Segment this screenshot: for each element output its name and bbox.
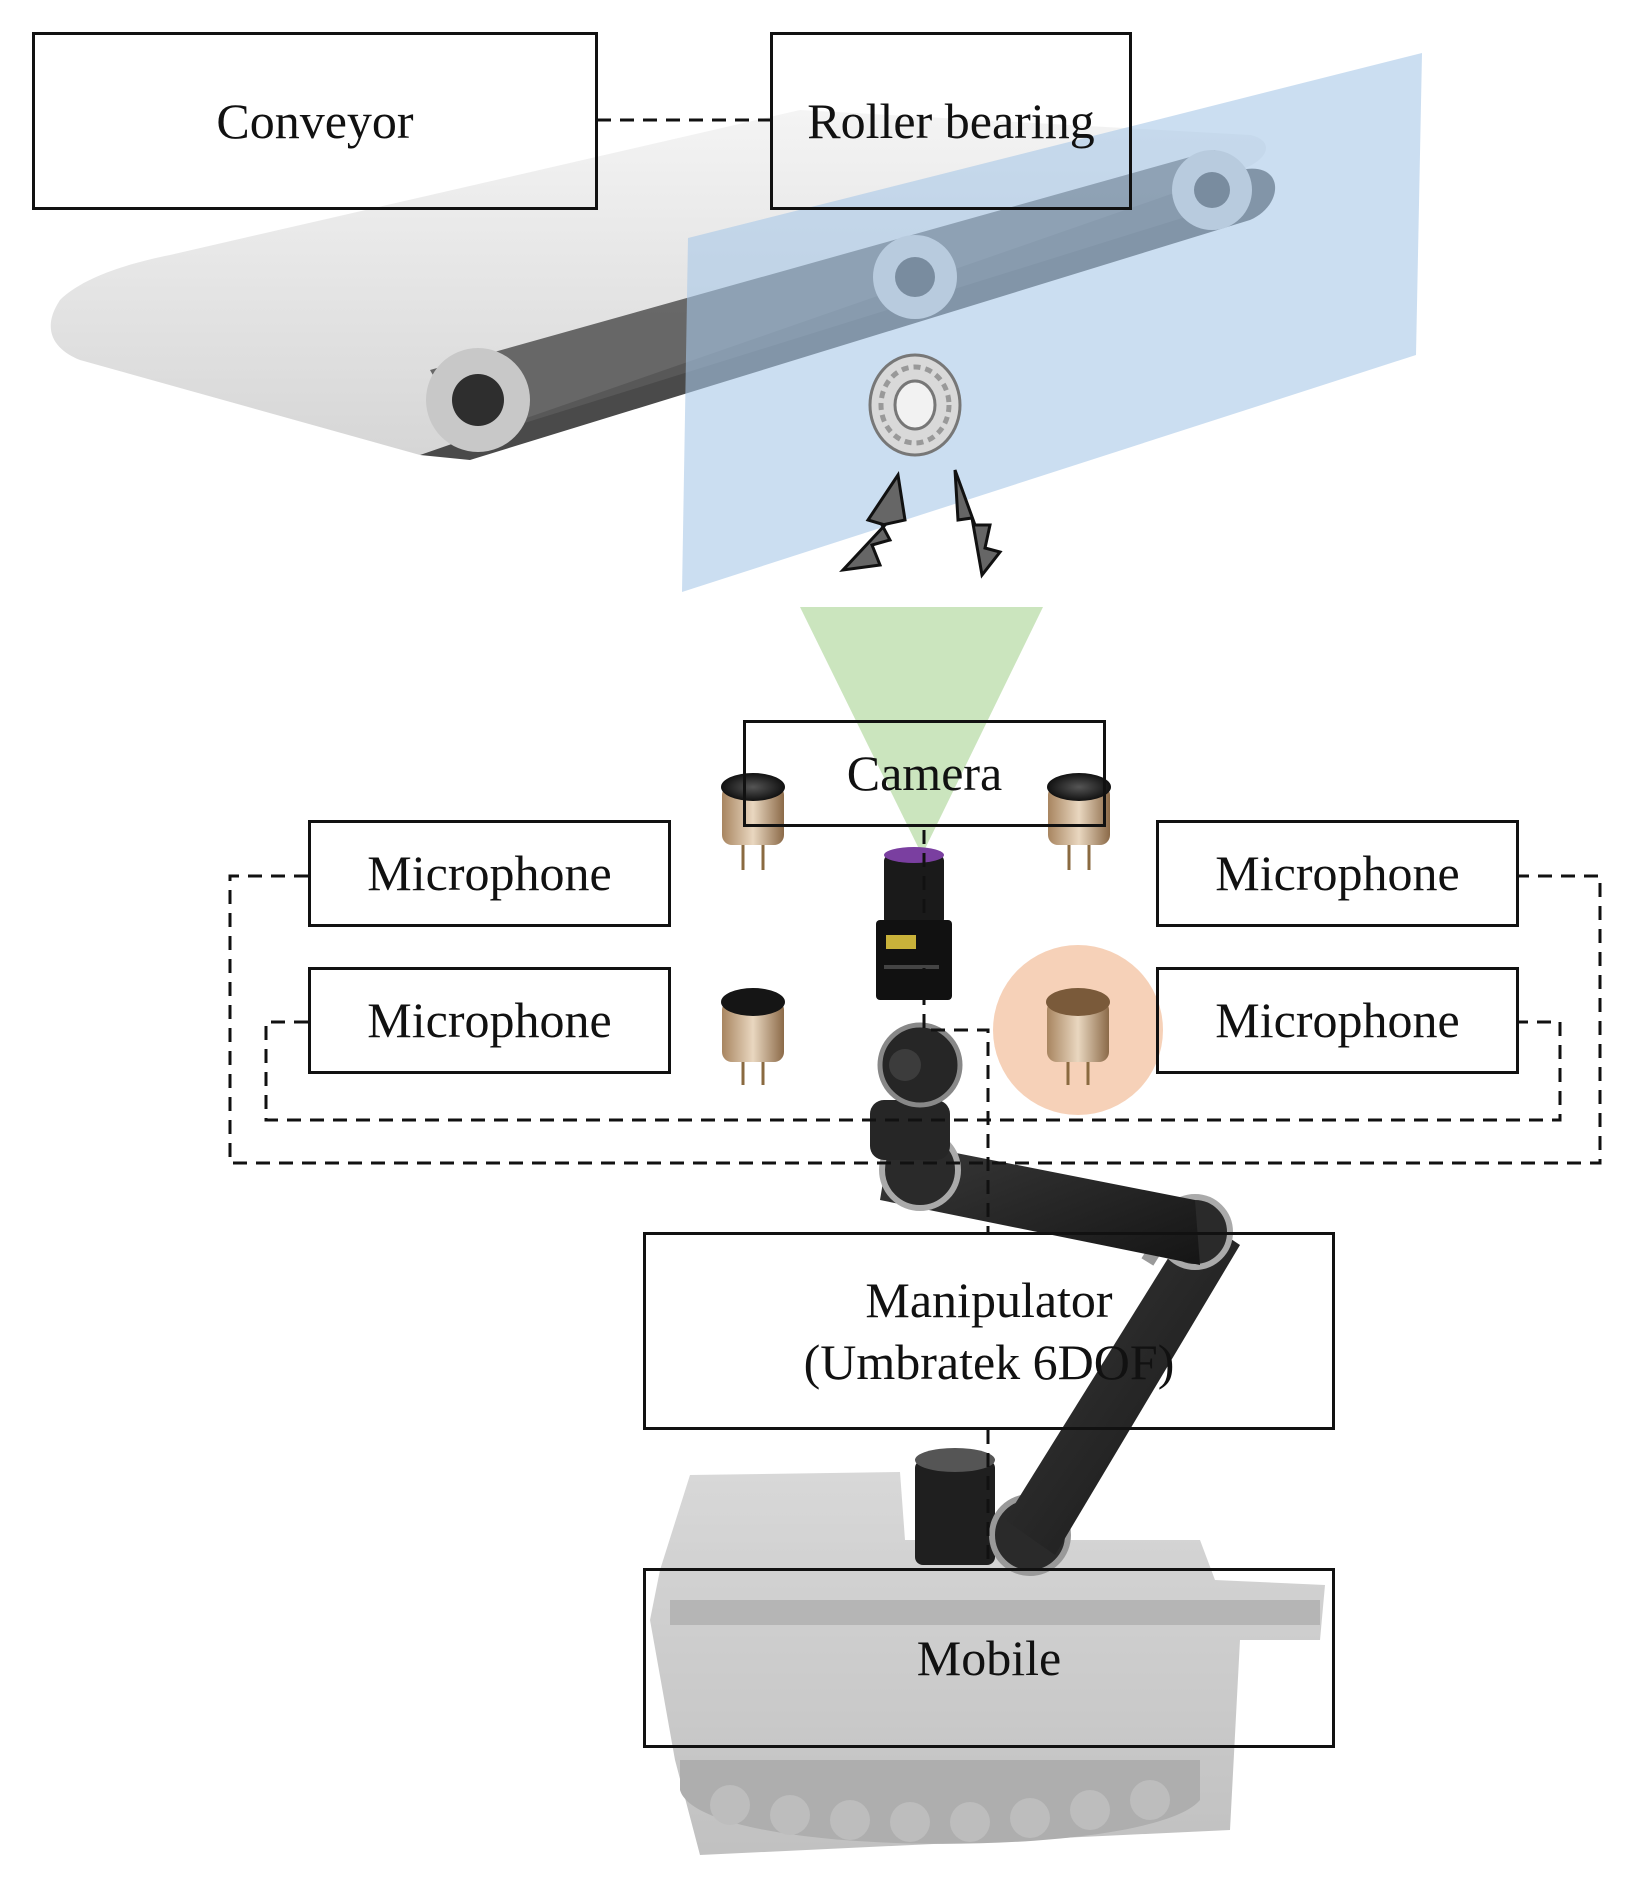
microphone-capsule-icon bbox=[721, 773, 785, 870]
microphone-top-left-label: Microphone bbox=[367, 845, 612, 902]
camera-field-of-view bbox=[800, 607, 1043, 855]
mobile-label-box: Mobile bbox=[643, 1568, 1335, 1748]
microphone-bottom-left-box: Microphone bbox=[308, 967, 671, 1074]
microphone-bottom-right-box: Microphone bbox=[1156, 967, 1519, 1074]
manipulator-label-box: Manipulator (Umbratek 6DOF) bbox=[643, 1232, 1335, 1430]
roller-bearing-icon bbox=[868, 353, 962, 457]
microphone-bottom-right-label: Microphone bbox=[1215, 992, 1460, 1049]
roller-bearing-label-box: Roller bearing bbox=[770, 32, 1132, 210]
connector-inner-microphones bbox=[264, 1020, 1562, 1122]
lightning-icon bbox=[839, 470, 907, 573]
connector-outer-microphones bbox=[228, 874, 1602, 1165]
manipulator-label: Manipulator bbox=[865, 1271, 1113, 1328]
microphone-top-right-box: Microphone bbox=[1156, 820, 1519, 927]
microphone-capsule-icon bbox=[721, 988, 785, 1085]
conveyor-label-box: Conveyor bbox=[32, 32, 598, 210]
connector-lines bbox=[228, 118, 1602, 1570]
microphone-top-right-label: Microphone bbox=[1215, 845, 1460, 902]
manipulator-model-label: (Umbratek 6DOF) bbox=[803, 1334, 1175, 1390]
inspection-plane bbox=[682, 53, 1422, 592]
microphone-capsule-icon bbox=[1047, 773, 1111, 870]
conveyor-label: Conveyor bbox=[216, 92, 414, 149]
tracked-mobile-robot-icon bbox=[650, 1472, 1325, 1855]
camera-label-box: Camera bbox=[743, 720, 1106, 827]
roller-bearing-label: Roller bearing bbox=[807, 92, 1095, 149]
camera-label: Camera bbox=[846, 745, 1003, 802]
connector-camera-arm bbox=[922, 830, 990, 1235]
roller-front bbox=[426, 348, 530, 452]
microphone-bottom-left-label: Microphone bbox=[367, 992, 612, 1049]
microphone-capsule-icon bbox=[1046, 988, 1110, 1085]
microphone-top-left-box: Microphone bbox=[308, 820, 671, 927]
industrial-camera-icon bbox=[876, 847, 952, 1000]
mobile-label: Mobile bbox=[916, 1629, 1062, 1686]
lightning-icon bbox=[953, 469, 1003, 579]
